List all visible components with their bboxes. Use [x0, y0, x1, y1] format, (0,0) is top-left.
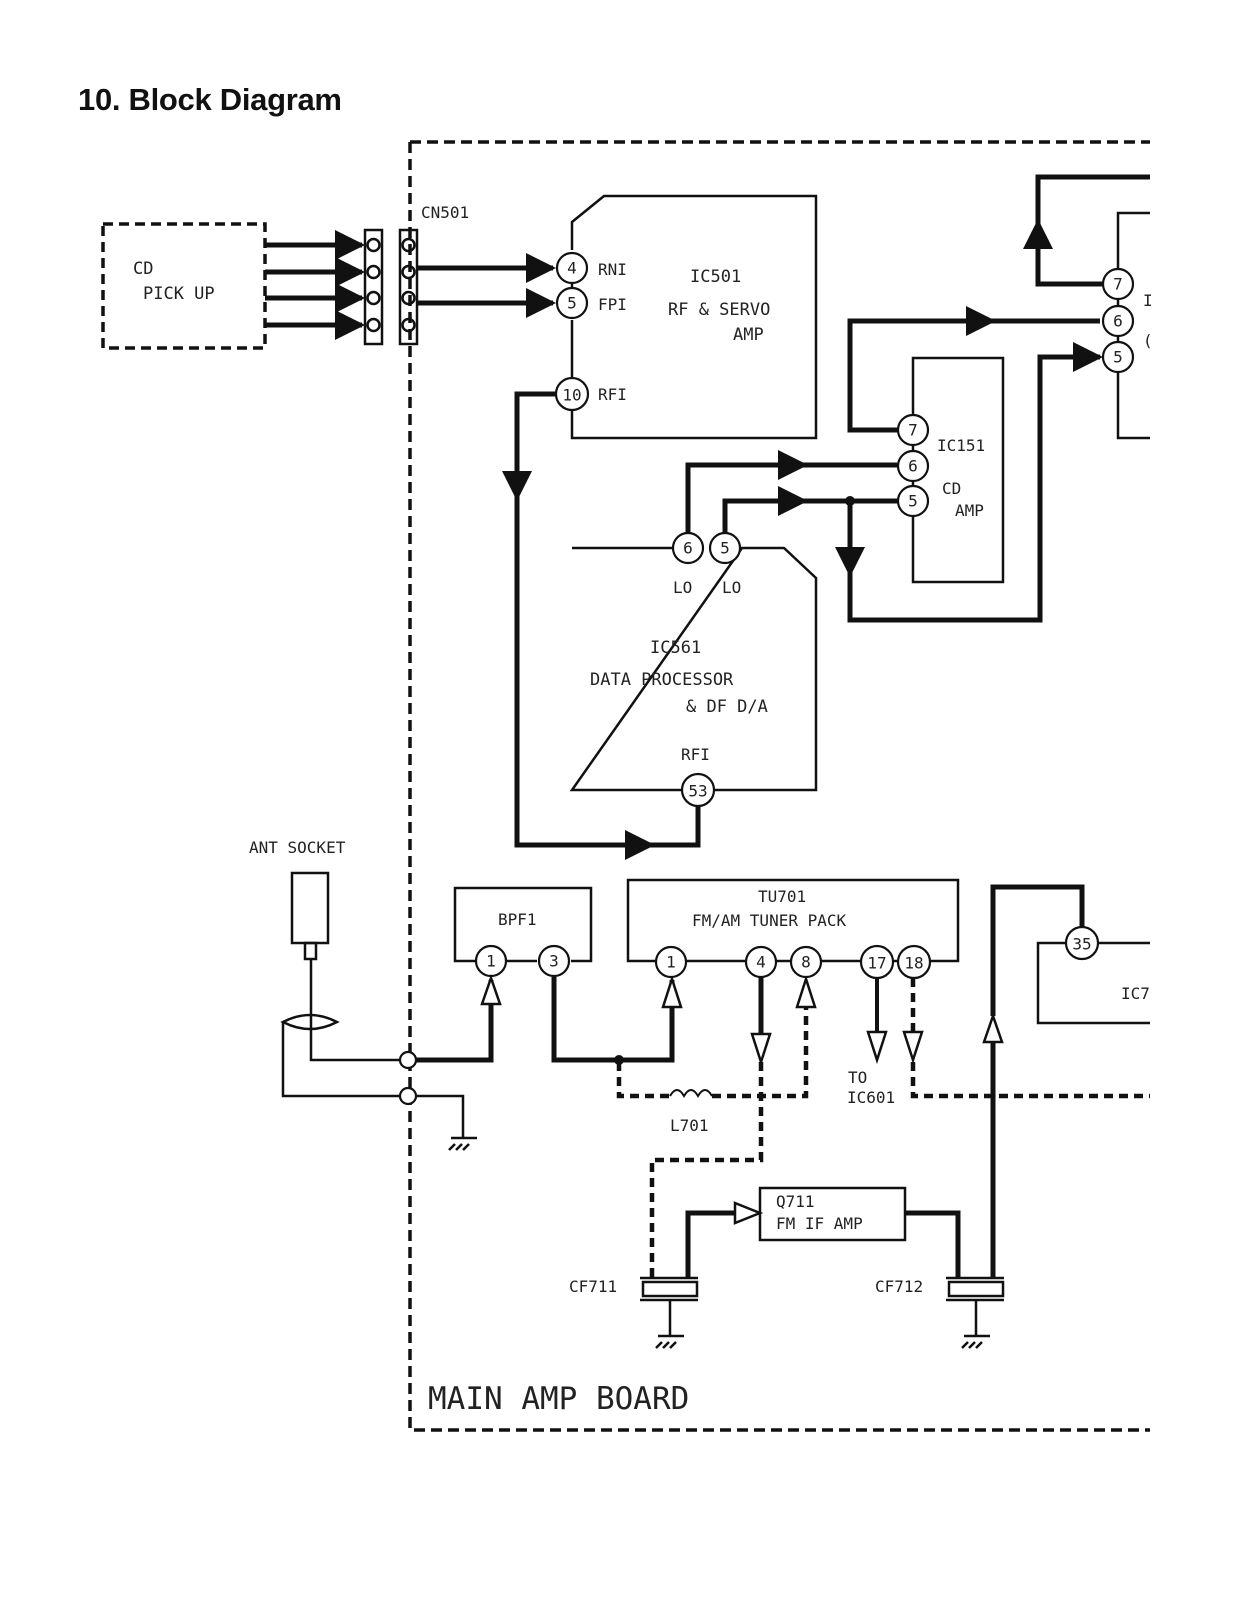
tu701-func: FM/AM TUNER PACK — [692, 911, 846, 930]
bpf1-block: 1 3 BPF1 — [453, 886, 593, 978]
right-ic-block: 7 6 5 I ( — [1101, 211, 1153, 440]
ic501-pin-4 — [555, 251, 589, 285]
page-title: 10. Block Diagram — [78, 82, 342, 117]
right-ic-pin-5 — [1101, 340, 1135, 374]
tu701-pin-1 — [654, 945, 688, 979]
ic501-func2: AMP — [733, 325, 764, 345]
tu701-pin-17-num: 17 — [867, 954, 886, 973]
ic501-pin-10-label: RFI — [598, 385, 627, 404]
ic151-block: 7 6 5 IC151 CD AMP — [896, 356, 1005, 584]
ic501-pin-5 — [555, 286, 589, 320]
ic151-pin-6-num: 6 — [908, 457, 918, 476]
right-ic-pin-7 — [1101, 267, 1135, 301]
to-ic601-line1: TO — [848, 1068, 867, 1087]
ic151-pin-6 — [896, 449, 930, 483]
ic151-name: IC151 — [937, 436, 985, 455]
q711-lines — [685, 1210, 961, 1278]
tu701-pin-8 — [789, 945, 823, 979]
ic561-to-ic151-lines — [685, 306, 1103, 623]
ic561-name: IC561 — [650, 638, 701, 658]
ic561-lo-6: LO — [673, 578, 692, 597]
ant-socket — [280, 871, 477, 1151]
l701-label: L701 — [670, 1116, 709, 1135]
ic151-pin-7-num: 7 — [908, 421, 918, 440]
if-return-line — [990, 884, 1085, 1278]
ic561-rfi-label: RFI — [681, 745, 710, 764]
bpf1-pin-3-num: 3 — [549, 952, 559, 971]
cd-pickup-line2: PICK UP — [143, 284, 215, 304]
q711-name: Q711 — [776, 1192, 815, 1211]
ic151-func1: CD — [942, 479, 961, 498]
ic561-pin-53-num: 53 — [688, 782, 707, 801]
tu701-pin-18-num: 18 — [904, 954, 923, 973]
ic501-block: 4 5 10 RNI FPI RFI IC501 RF & SERVO AMP — [554, 194, 818, 440]
ic501-pin-10-num: 10 — [562, 386, 581, 405]
open-arrowheads — [480, 974, 1004, 1225]
ic501-pin-5-label: FPI — [598, 295, 627, 314]
tu701-pin-8-num: 8 — [801, 953, 811, 972]
ic151-pin-5-num: 5 — [908, 492, 918, 511]
ic7xx-partial-name: IC7 — [1121, 984, 1150, 1003]
right-ic-pin-6 — [1101, 304, 1135, 338]
tu701-output-lines — [758, 977, 879, 1034]
ic501-pin-4-num: 4 — [567, 259, 577, 278]
cn501-label: CN501 — [421, 203, 469, 222]
cf712-filter — [946, 1276, 1005, 1349]
cd-pickup-block: CD PICK UP — [101, 222, 267, 350]
tu701-name: TU701 — [758, 887, 806, 906]
ic561-func1: DATA PROCESSOR — [590, 670, 734, 690]
pickup-signal-lines — [265, 230, 365, 340]
ic561-func2: & DF D/A — [686, 697, 768, 717]
ic561-pin-6-num: 6 — [683, 539, 693, 558]
cd-pickup-line1: CD — [133, 259, 153, 279]
ic501-name: IC501 — [690, 267, 741, 287]
ic151-pin-7 — [896, 413, 930, 447]
cf711-filter — [640, 1276, 699, 1349]
cf711-label: CF711 — [569, 1277, 617, 1296]
right-ic-feedback-line — [1023, 174, 1150, 287]
ant-socket-pins — [398, 1050, 418, 1106]
ic501-func1: RF & SERVO — [668, 300, 770, 320]
ic7xx-pin-35-num: 35 — [1072, 935, 1091, 954]
q711-block: Q711 FM IF AMP — [758, 1186, 907, 1242]
right-ic-partial-a: I — [1143, 291, 1153, 310]
bpf1-pin-1-num: 1 — [486, 952, 496, 971]
bpf1-name: BPF1 — [498, 910, 537, 929]
ic561-lo-5: LO — [722, 578, 741, 597]
tu701-pin-4-num: 4 — [756, 953, 766, 972]
cn501-connector — [363, 228, 419, 346]
ic7xx-block: 35 IC7 — [1036, 925, 1150, 1025]
ic561-pin-53 — [680, 772, 716, 808]
main-amp-board-label: MAIN AMP BOARD — [428, 1381, 689, 1417]
ic151-pin-5 — [896, 484, 930, 518]
cf712-label: CF712 — [875, 1277, 923, 1296]
ic561-block: 6 5 53 LO LO IC561 DATA PROCESSOR & DF D… — [569, 531, 818, 808]
right-ic-pin-6-num: 6 — [1113, 312, 1123, 331]
ic501-pin-5-num: 5 — [567, 294, 577, 313]
l701-coil — [669, 1089, 713, 1098]
tu701-dashed-lines — [616, 978, 1150, 1278]
q711-func: FM IF AMP — [776, 1214, 863, 1233]
bpf1-pin-3 — [537, 944, 571, 978]
to-ic601-line2: IC601 — [847, 1088, 895, 1107]
ic561-pin-5-num: 5 — [720, 539, 730, 558]
cn501-to-ic501-lines — [417, 253, 556, 318]
ic151-func2: AMP — [955, 501, 984, 520]
right-ic-pin-5-num: 5 — [1113, 348, 1123, 367]
tu701-pin-1-num: 1 — [666, 953, 676, 972]
ant-socket-label: ANT SOCKET — [249, 838, 346, 857]
tu701-block: 1 4 8 17 18 TU701 FM/AM TUNER PACK — [626, 878, 960, 980]
rfi-signal-path — [502, 391, 701, 860]
rf-input-lines — [416, 977, 675, 1065]
right-ic-pin-7-num: 7 — [1113, 275, 1123, 294]
right-ic-partial-b: ( — [1143, 331, 1153, 350]
ic501-pin-4-label: RNI — [598, 260, 627, 279]
main-amp-board-border — [408, 140, 1150, 1432]
